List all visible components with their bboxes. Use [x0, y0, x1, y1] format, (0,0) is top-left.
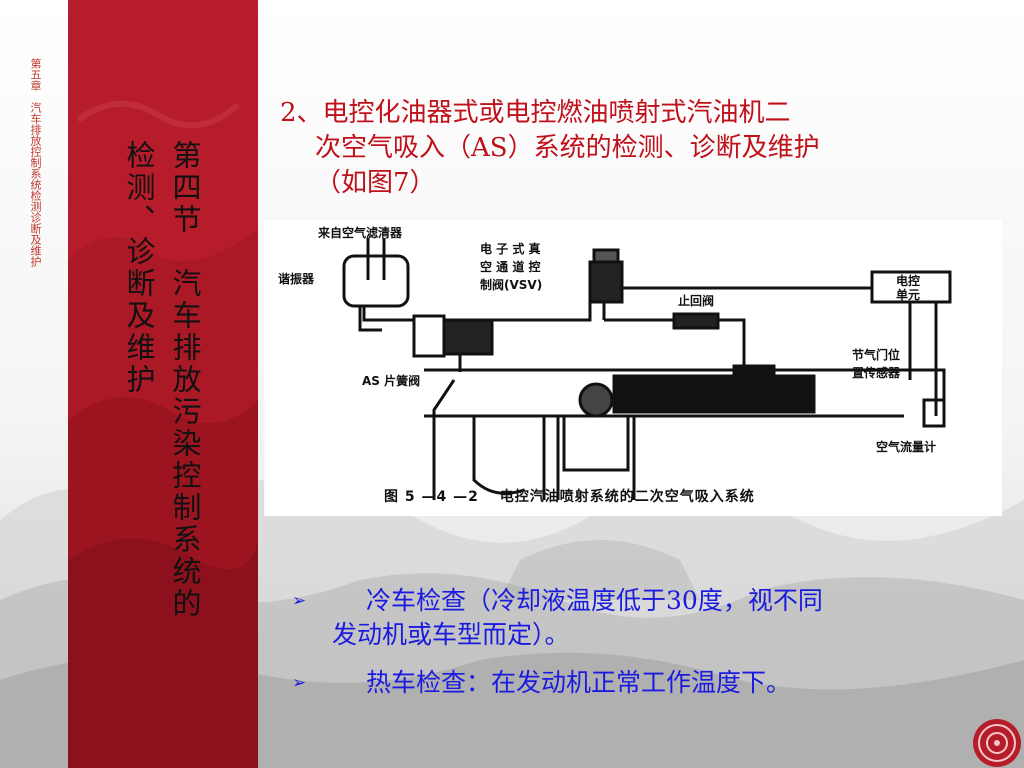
label-resonator: 谐振器	[278, 272, 315, 286]
label-vsv-line2: 空 通 道 控	[480, 260, 541, 274]
label-throttle-line1: 节气门位	[852, 348, 901, 362]
chapter-caption: 第五章 汽车排放控制系统检测诊断及维护	[29, 58, 42, 267]
label-air-filter: 来自空气滤清器	[318, 226, 403, 240]
heading-line-2: 次空气吸入（AS）系统的检测、诊断及维护	[315, 133, 820, 163]
figure-caption: 图 5 —4 —2 电控汽油喷射系统的二次空气吸入系统	[384, 489, 755, 505]
bullet-1-line-1: 冷车检查（冷却液温度低于30度，视不同	[366, 586, 823, 615]
label-reed-valve: AS 片簧阀	[362, 374, 421, 388]
arrow-bullet-icon: ➢	[292, 673, 307, 693]
arrow-bullet-icon: ➢	[292, 591, 307, 611]
section-title-col2: 检测、诊断及维护	[122, 140, 156, 396]
label-airflow-meter: 空气流量计	[876, 440, 937, 454]
section-title-col1: 第四节 汽车排放污染控制系统的	[168, 140, 202, 620]
diagram-drawing	[342, 238, 952, 500]
label-ecu-line2: 单元	[896, 288, 921, 302]
heading-line-1: 2、电控化油器式或电控燃油喷射式汽油机二	[280, 98, 791, 128]
label-throttle-line2: 置传感器	[852, 366, 901, 380]
secondary-air-system-diagram: 来自空气滤清器 谐振器 电 子 式 真 空 通 道 控 制阀(VSV) 止回阀 …	[264, 220, 1002, 516]
seal-emblem-icon	[973, 719, 1021, 767]
bullet-list: ➢ 冷车检查（冷却液温度低于30度，视不同 发动机或车型而定）。 ➢ 热车检查：…	[292, 584, 992, 714]
bullet-2-line-1: 热车检查：在发动机正常工作温度下。	[366, 668, 792, 697]
red-band-mountains	[68, 100, 258, 768]
label-vsv-line1: 电 子 式 真	[480, 242, 541, 256]
heading-line-3: （如图7）	[315, 168, 436, 198]
bullet-1-line-2: 发动机或车型而定）。	[332, 620, 570, 649]
list-item: ➢ 热车检查：在发动机正常工作温度下。	[292, 666, 992, 700]
label-ecu-line1: 电控	[896, 274, 921, 288]
label-check-valve: 止回阀	[678, 294, 715, 308]
slide-heading: 2、电控化油器式或电控燃油喷射式汽油机二 次空气吸入（AS）系统的检测、诊断及维…	[280, 96, 980, 201]
label-vsv-line3: 制阀(VSV)	[480, 278, 543, 292]
red-sidebar-band	[68, 0, 258, 768]
list-item: ➢ 冷车检查（冷却液温度低于30度，视不同 发动机或车型而定）。	[292, 584, 992, 652]
section-title: 第四节 汽车排放污染控制系统的 检测、诊断及维护	[116, 140, 208, 660]
